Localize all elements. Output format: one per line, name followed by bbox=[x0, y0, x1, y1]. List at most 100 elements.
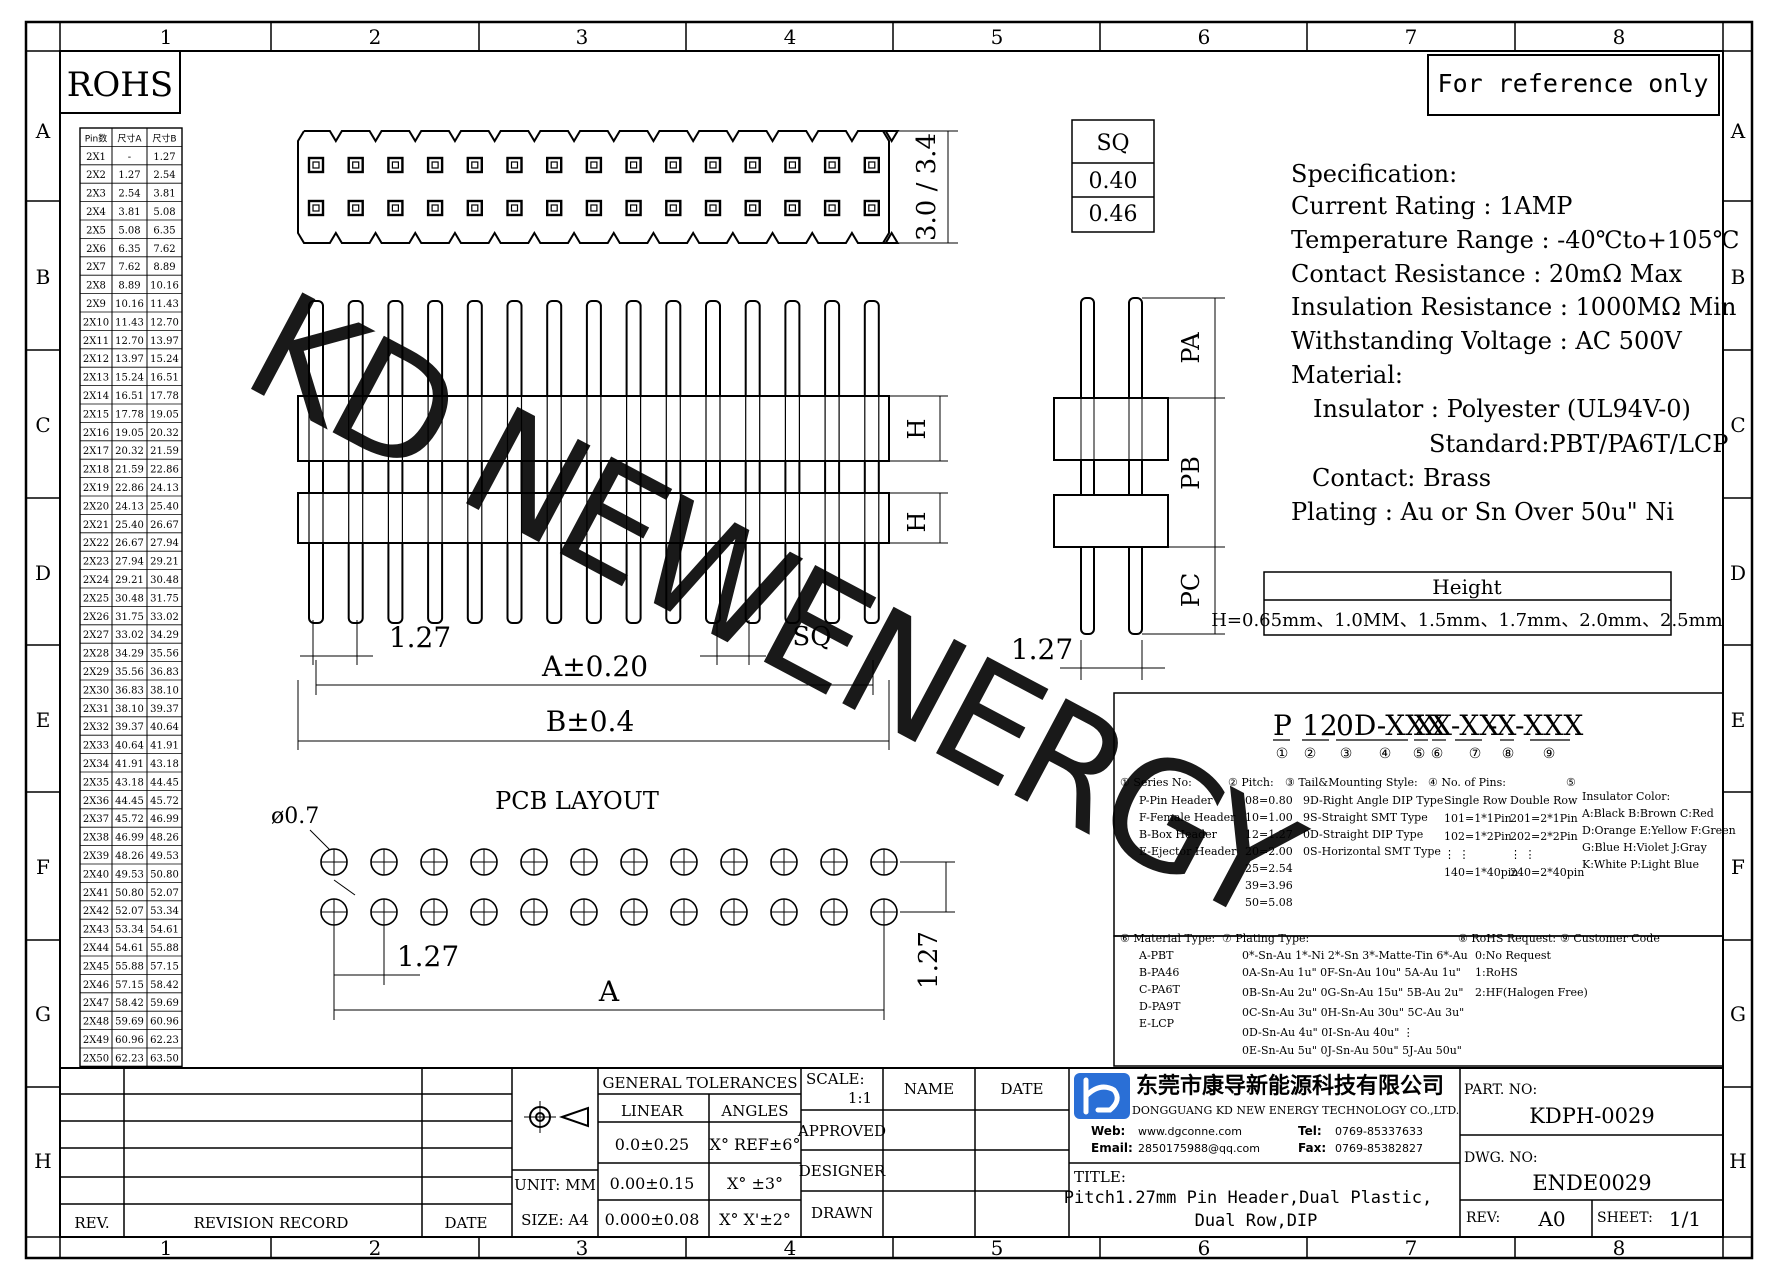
pin-table-header: Pin数 bbox=[85, 132, 107, 144]
spec-line-1: Current Rating : 1AMP bbox=[1291, 192, 1572, 220]
pin-table-cell: 2X41 bbox=[83, 888, 109, 899]
pin-table-cell: 50.80 bbox=[115, 888, 144, 899]
pcb-layout-title: PCB LAYOUT bbox=[495, 787, 659, 815]
top-pin-core bbox=[471, 204, 479, 212]
pins-row-4-double: 240=2*40pin bbox=[1510, 866, 1584, 879]
pin-table-cell: 16.51 bbox=[115, 391, 144, 402]
pin-table-cell: 52.07 bbox=[115, 906, 144, 917]
side-view-dims bbox=[1060, 297, 1225, 680]
col-label-3: 3 bbox=[576, 25, 589, 49]
drawn-label: DRAWN bbox=[811, 1204, 873, 1222]
pin-table-cell: 2X17 bbox=[83, 446, 109, 457]
col-label-4: 4 bbox=[784, 25, 797, 49]
top-pin-core bbox=[391, 161, 399, 169]
material-item-2: B-PA46 bbox=[1139, 966, 1179, 979]
pin-table-cell: 55.88 bbox=[150, 943, 179, 954]
pin-table-cell: 50.80 bbox=[150, 869, 179, 880]
plating-item-6: 0E-Sn-Au 5u" 0J-Sn-Au 50u" 5J-Au 50u" bbox=[1242, 1044, 1462, 1057]
pin-table-cell: 46.99 bbox=[150, 814, 179, 825]
tail-item-2: 9S-Straight SMT Type bbox=[1303, 811, 1428, 824]
spec-line-4: Insulation Resistance : 1000MΩ Min bbox=[1291, 293, 1736, 321]
top-pin-square bbox=[466, 156, 483, 174]
pins-row-1-single: 101=1*1Pin bbox=[1444, 812, 1512, 825]
top-pin-square bbox=[784, 156, 801, 174]
pcb-holes bbox=[320, 848, 898, 926]
top-pin-square bbox=[823, 199, 841, 217]
top-pin-square bbox=[387, 156, 404, 174]
pin-table-cell: 10.16 bbox=[150, 281, 179, 292]
series-item-2: F-Female Header bbox=[1139, 811, 1236, 824]
top-pin-core bbox=[669, 204, 677, 212]
spec-line-3: Contact Resistance : 20mΩ Max bbox=[1291, 260, 1683, 288]
pins-row-3-single: ⋮ ⋮ bbox=[1444, 848, 1470, 861]
color-item-1: A:Black B:Brown C:Red bbox=[1581, 807, 1714, 820]
date-column-header: DATE bbox=[1001, 1080, 1044, 1098]
pin-table-cell: 2X36 bbox=[83, 796, 109, 807]
part-code: P 12 0D-XXX X X-XX -X -XXX bbox=[1273, 709, 1583, 742]
pin-table-cell: 22.86 bbox=[150, 465, 179, 476]
top-pin-core bbox=[709, 204, 717, 212]
top-pin-square bbox=[625, 199, 642, 217]
top-pin-square bbox=[665, 156, 682, 174]
title-line-2: Dual Row,DIP bbox=[1195, 1211, 1318, 1231]
pin-table-cell: 60.96 bbox=[115, 1035, 144, 1046]
pin-table-cell: 19.05 bbox=[150, 409, 179, 420]
code-mark-7: ⑦ bbox=[1469, 746, 1482, 762]
watermark: KD NEWENERGY bbox=[221, 260, 1325, 957]
material-item-4: D-PA9T bbox=[1139, 1000, 1181, 1013]
top-view bbox=[297, 130, 958, 244]
pin-table-cell: 17.78 bbox=[115, 409, 144, 420]
pb-dim: PB bbox=[1177, 456, 1205, 490]
b-dim: B±0.4 bbox=[546, 705, 635, 738]
top-pin-square bbox=[744, 199, 761, 217]
plating-item-2: 0A-Sn-Au 1u" 0F-Sn-Au 10u" 5A-Au 1u" bbox=[1242, 966, 1461, 979]
linear-tol-2: 0.00±0.15 bbox=[610, 1174, 695, 1193]
pin-table-cell: 49.53 bbox=[115, 869, 144, 880]
dwg-no-value: ENDE0029 bbox=[1532, 1171, 1651, 1195]
linear-header: LINEAR bbox=[621, 1102, 684, 1120]
spec-line-10: Plating : Au or Sn Over 50u" Ni bbox=[1291, 498, 1674, 526]
pin-table-cell: 58.42 bbox=[150, 980, 179, 991]
top-height-dim: 3.0 / 3.4 bbox=[912, 133, 942, 241]
pin-table-cell: 2X14 bbox=[83, 391, 109, 402]
pin-table-cell: 2X16 bbox=[83, 428, 109, 439]
pin-table-cell: 33.02 bbox=[115, 630, 144, 641]
pin-table-cell: 43.18 bbox=[115, 777, 144, 788]
top-pin-core bbox=[788, 161, 797, 169]
top-pin-core bbox=[828, 161, 836, 169]
pin-table-cell: 27.94 bbox=[150, 538, 179, 549]
fax-label: Fax: bbox=[1298, 1141, 1326, 1155]
plating-item-4: 0C-Sn-Au 3u" 0H-Sn-Au 30u" 5C-Au 3u" bbox=[1242, 1006, 1464, 1019]
col-label-7: 7 bbox=[1405, 25, 1418, 49]
pcb-hole-dim: ø0.7 bbox=[271, 804, 319, 829]
row-label-h: H bbox=[34, 1149, 51, 1173]
rohs-request-item-3: 2:HF(Halogen Free) bbox=[1475, 986, 1588, 999]
col-label-1-bottom: 1 bbox=[160, 1236, 173, 1260]
pin-table-cell: 2X30 bbox=[83, 685, 109, 696]
reference-box: For reference only bbox=[1427, 54, 1720, 116]
pin-table-cell: 2X24 bbox=[83, 575, 109, 586]
pin-table-cell: 1.27 bbox=[153, 152, 175, 163]
fax-value: 0769-85382827 bbox=[1335, 1142, 1423, 1155]
row-label-g-right: G bbox=[1730, 1002, 1746, 1026]
sq-header: SQ bbox=[1096, 131, 1129, 156]
pin-table-cell: 21.59 bbox=[115, 465, 144, 476]
pin-table-cell: 5.08 bbox=[118, 225, 140, 236]
pin-table-cell: 2.54 bbox=[118, 189, 140, 200]
code-mark-3: ③ bbox=[1340, 746, 1353, 762]
pin-table-cell: 46.99 bbox=[115, 833, 144, 844]
pin-table-cell: 2X19 bbox=[83, 483, 109, 494]
code-mark-2: ② bbox=[1304, 746, 1317, 762]
pin-table-cell: 39.37 bbox=[115, 722, 144, 733]
pin-table-cell: 2X8 bbox=[86, 281, 106, 292]
email-label: Email: bbox=[1091, 1141, 1133, 1155]
title-label: TITLE: bbox=[1074, 1168, 1126, 1186]
rohs-request-item-1: 0:No Request bbox=[1475, 949, 1552, 962]
pin-table-cell: 10.16 bbox=[115, 299, 144, 310]
pin-table-cell: 3.81 bbox=[153, 189, 175, 200]
web-label: Web: bbox=[1091, 1124, 1125, 1138]
front-view bbox=[297, 300, 890, 624]
pin-table-cell: 45.72 bbox=[150, 796, 179, 807]
top-pin-core bbox=[391, 204, 399, 212]
pin-table-cell: 25.40 bbox=[150, 501, 179, 512]
